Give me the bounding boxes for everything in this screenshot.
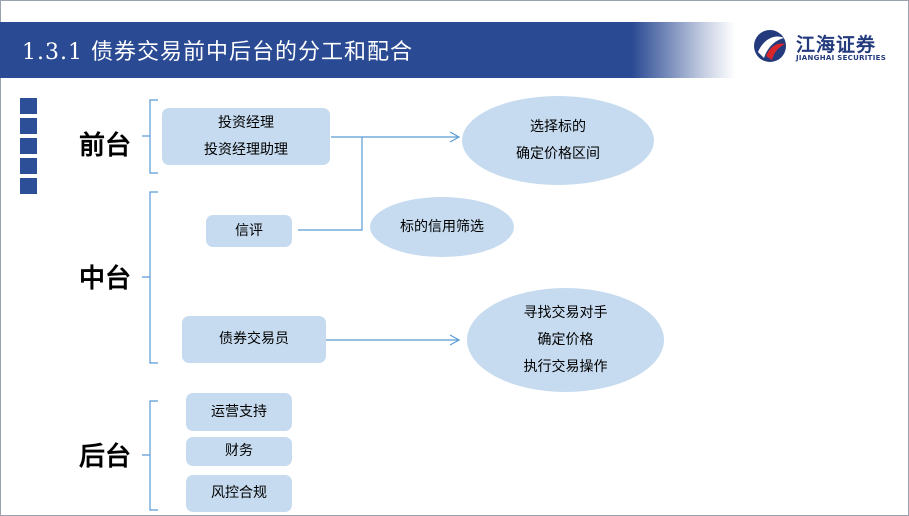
risk-box: 风控合规 [186,475,292,512]
accent-square [20,118,37,134]
select-oval-line1: 选择标的 [530,118,586,135]
finance-box: 财务 [186,437,292,466]
front-bracket [142,99,158,174]
front-box-line2: 投资经理助理 [204,141,288,158]
accent-square [20,158,37,174]
arrowhead [449,334,461,346]
logo-mark-icon [754,30,786,62]
trader-box-label: 债券交易员 [219,331,289,347]
middle-bracket [142,191,158,364]
credit-oval: 标的信用筛选 [370,197,514,257]
slide-title: 1.3.1 债券交易前中后台的分工和配合 [22,40,413,65]
accent-square [20,178,37,194]
accent-square [20,98,37,114]
label-middle: 中台 [79,264,132,294]
company-logo: 江海证券 JIANGHAI SECURITIES [752,28,892,68]
ops-box: 运营支持 [186,393,292,431]
title-bar [0,22,735,78]
connector-rating-to-front [298,137,363,231]
select-oval-line2: 确定价格区间 [516,145,600,162]
trade-oval: 寻找交易对手 确定价格 执行交易操作 [467,288,664,392]
trade-oval-line3: 执行交易操作 [523,358,608,375]
accent-square [20,138,37,154]
trader-box: 债券交易员 [182,316,326,363]
front-box-line1: 投资经理 [218,114,274,131]
label-front: 前台 [79,131,132,161]
ops-box-label: 运营支持 [211,403,267,420]
rating-box-label: 信评 [235,222,263,239]
back-bracket [142,400,158,511]
credit-oval-label: 标的信用筛选 [400,218,484,235]
finance-box-label: 财务 [225,443,253,459]
label-back: 后台 [79,442,132,472]
select-oval: 选择标的 确定价格区间 [462,96,654,185]
logo-chinese-name: 江海证券 [796,34,877,56]
trade-oval-line1: 寻找交易对手 [523,304,608,321]
rating-box: 信评 [206,215,292,247]
trade-oval-line2: 确定价格 [537,331,594,348]
front-office-box: 投资经理 投资经理助理 [162,108,330,165]
risk-box-label: 风控合规 [211,485,267,501]
arrowhead [449,131,461,143]
logo-english-name: JIANGHAI SECURITIES [796,54,887,62]
